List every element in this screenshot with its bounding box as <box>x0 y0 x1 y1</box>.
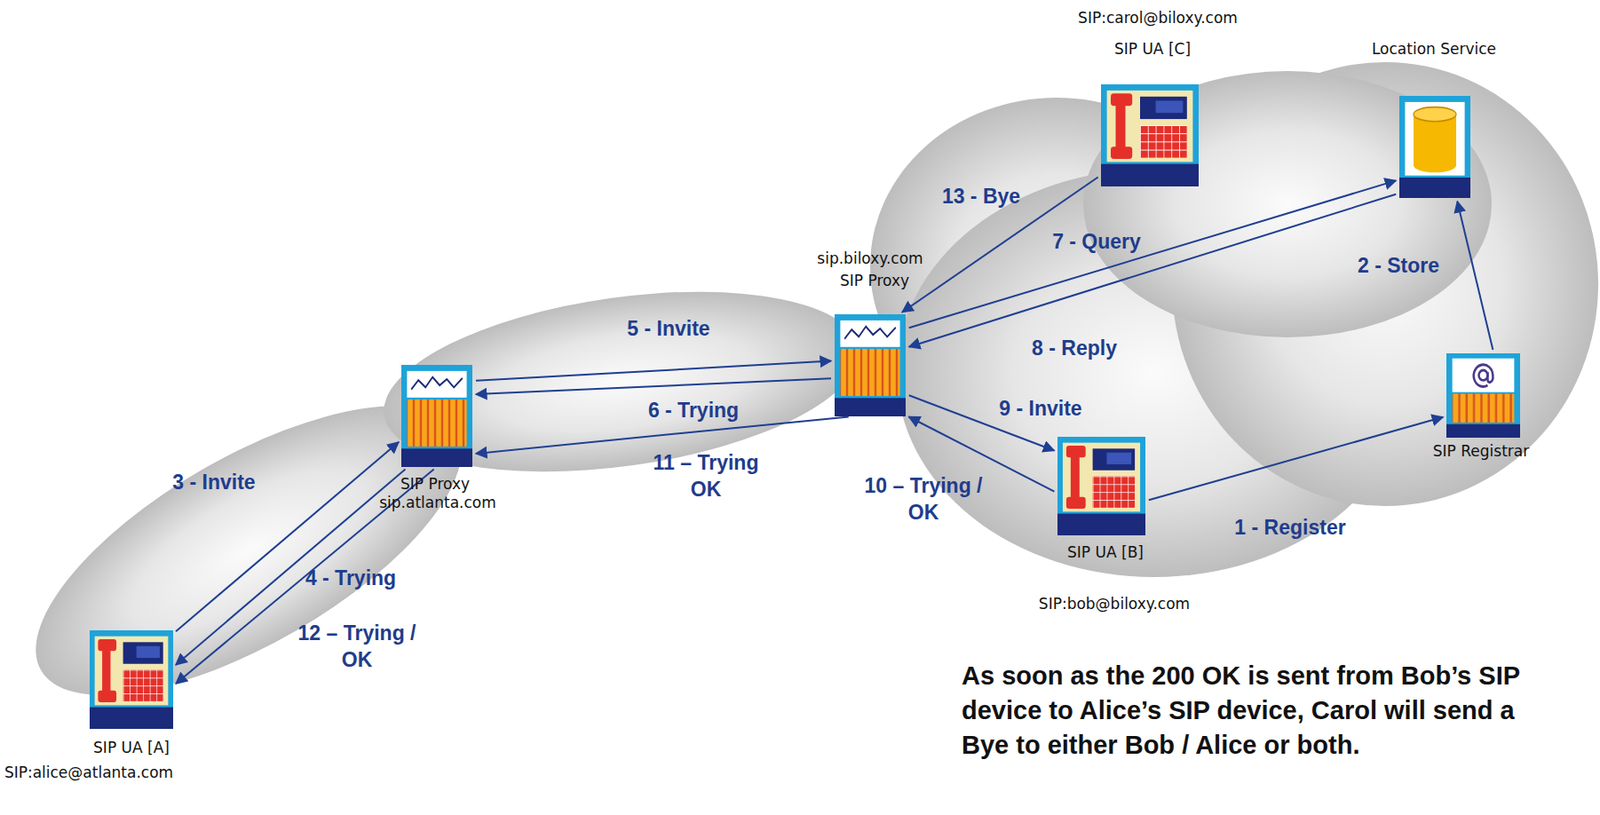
node-label: sip.atlanta.com <box>379 493 497 512</box>
message-arrow <box>475 416 849 454</box>
message-label: 1 - Register <box>1234 514 1346 541</box>
phone-icon <box>1100 84 1199 187</box>
proxy-icon <box>834 314 906 417</box>
phone-node: SIP UA [B]SIP:bob@biloxy.com <box>1057 436 1146 536</box>
message-label: 11 – Trying OK <box>639 449 773 503</box>
proxy-node: SIP Proxysip.atlanta.com <box>401 364 473 468</box>
message-label: 13 - Bye <box>942 182 1021 210</box>
proxy-icon <box>401 364 473 468</box>
node-label: SIP:bob@biloxy.com <box>1038 594 1190 613</box>
message-label: 12 – Trying / OK <box>285 619 428 674</box>
message-arrow <box>475 361 832 381</box>
cloud <box>372 264 871 499</box>
node-label: SIP UA [A] <box>93 738 170 757</box>
node-label: SIP Proxy <box>400 475 470 493</box>
node-label: sip.biloxy.com <box>816 249 923 268</box>
registrar-node: SIP Registrar <box>1446 353 1521 438</box>
message-label: 2 - Store <box>1357 252 1440 279</box>
message-label: 10 – Trying / OK <box>852 472 995 526</box>
message-arrow <box>1457 201 1493 350</box>
message-arrow <box>475 378 832 395</box>
message-arrow <box>175 442 399 632</box>
message-label: 7 - Query <box>1052 228 1141 255</box>
node-label: SIP:carol@biloxy.com <box>1077 8 1238 27</box>
node-label: SIP Proxy <box>839 271 910 290</box>
message-arrow <box>1148 417 1443 501</box>
message-label: 6 - Trying <box>648 396 739 424</box>
message-label: 9 - Invite <box>998 395 1082 422</box>
cloud <box>870 62 1599 578</box>
proxy-node: sip.biloxy.comSIP Proxy <box>834 314 906 417</box>
node-label: SIP Registrar <box>1433 442 1529 460</box>
message-label: 4 - Trying <box>305 564 397 592</box>
phone-node: SIP UA [A]SIP:alice@atlanta.com <box>89 630 174 729</box>
node-label: Location Service <box>1371 39 1497 58</box>
message-label: 3 - Invite <box>172 468 255 496</box>
node-label: SIP UA [B] <box>1067 543 1144 562</box>
node-label: SIP:alice@atlanta.com <box>4 763 174 782</box>
registrar-icon <box>1446 353 1521 438</box>
note-text: As soon as the 200 OK is sent from Bob’s… <box>961 658 1530 763</box>
message-label: 8 - Reply <box>1031 334 1117 362</box>
node-label: SIP UA [C] <box>1114 39 1191 58</box>
phone-node: SIP:carol@biloxy.comSIP UA [C] <box>1100 84 1199 187</box>
phone-icon <box>89 630 174 729</box>
message-label: 5 - Invite <box>626 315 710 342</box>
database-icon <box>1399 95 1471 199</box>
store-node: Location Service <box>1399 95 1471 199</box>
message-arrow <box>909 180 1396 328</box>
cloud <box>0 349 503 752</box>
message-arrow <box>909 194 1396 348</box>
phone-icon <box>1057 436 1146 536</box>
